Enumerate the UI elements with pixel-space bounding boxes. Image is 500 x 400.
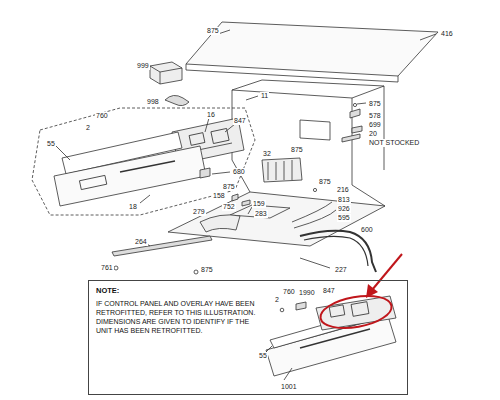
callout-number: 926 [337,205,351,213]
callout-number: 998 [146,98,160,106]
callout-number: 283 [254,210,268,218]
callout-number: 875 [222,183,236,191]
callout-number: 847 [322,287,336,295]
callout-number: 158 [212,192,226,200]
callout-number: 760 [282,288,296,296]
callout-number: 32 [262,150,272,158]
callout-number: 55 [46,140,56,148]
callout-number: 875 [318,178,332,186]
callout-number: 1001 [280,383,298,391]
callout-number: 875 [206,27,220,35]
callout-number: 813 [337,196,351,204]
callout-number: 595 [337,214,351,222]
callout-number: 11 [260,92,269,100]
callout-number: 18 [128,203,138,211]
callout-number: 875 [200,266,214,274]
callout-number: 600 [360,226,374,234]
callout-number: 875 [368,100,382,108]
callout-number: 55 [258,352,268,360]
callout-number: 699 [368,121,382,129]
callout-number: 16 [206,111,216,119]
note-text: IF CONTROL PANEL AND OVERLAY HAVE BEEN R… [96,299,261,335]
part-note: NOT STOCKED [368,139,420,147]
callout-number: 159 [252,200,266,208]
note-heading: NOTE: [96,286,400,295]
callout-number: 999 [136,62,150,70]
note-box: NOTE: IF CONTROL PANEL AND OVERLAY HAVE B… [88,280,408,395]
callout-number: 216 [336,186,350,194]
callout-number: 2 [85,124,91,132]
callout-number: 264 [134,238,148,246]
callout-number: 847 [233,117,247,125]
callout-number: 760 [95,112,109,120]
callout-number: 279 [192,208,206,216]
callout-number: 2 [274,296,280,304]
callout-number: 227 [334,266,348,274]
callout-number: 416 [440,30,454,38]
callout-number: 875 [290,146,304,154]
callout-number: 1990 [298,289,316,297]
callout-number: 578 [368,112,382,120]
callout-number: 761 [100,264,114,272]
callout-number: 20 [368,130,378,138]
callout-number: 752 [222,203,236,211]
callout-number: 680 [232,168,246,176]
